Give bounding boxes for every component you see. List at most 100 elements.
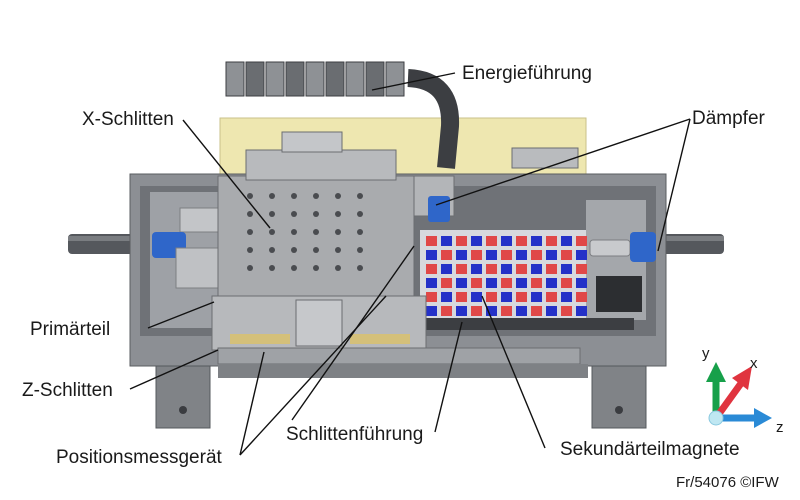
magnet xyxy=(456,292,467,302)
carriage-hole xyxy=(269,193,275,199)
magnet xyxy=(501,278,512,288)
magnet xyxy=(546,278,557,288)
carriage-hole xyxy=(357,247,363,253)
carriage-hole xyxy=(247,265,253,271)
magnet xyxy=(501,236,512,246)
carriage-hole xyxy=(357,229,363,235)
magnet xyxy=(456,264,467,274)
magnet xyxy=(471,278,482,288)
magnet xyxy=(441,306,452,316)
magnet xyxy=(456,306,467,316)
foot-right xyxy=(591,365,647,429)
carriage-hole xyxy=(357,193,363,199)
magnet xyxy=(441,250,452,260)
carriage-hole xyxy=(291,265,297,271)
label-z-schlitten: Z-Schlitten xyxy=(22,380,113,401)
label-positionsmessgeraet: Positionsmessgerät xyxy=(56,447,222,468)
chain-link xyxy=(385,61,405,97)
foot-left xyxy=(155,365,211,429)
magnet xyxy=(471,250,482,260)
carriage-hole xyxy=(247,193,253,199)
carriage-hole xyxy=(291,229,297,235)
magnet xyxy=(531,278,542,288)
magnet xyxy=(501,264,512,274)
magnet xyxy=(501,306,512,316)
magnet xyxy=(456,236,467,246)
magnet xyxy=(546,292,557,302)
magnet xyxy=(576,264,587,274)
magnet xyxy=(576,236,587,246)
magnet xyxy=(426,278,437,288)
magnet xyxy=(471,292,482,302)
carriage-hole xyxy=(313,193,319,199)
energy-chain xyxy=(225,61,405,97)
magnet xyxy=(576,250,587,260)
carriage-hole xyxy=(269,247,275,253)
magnet xyxy=(531,306,542,316)
guide-rail xyxy=(217,347,581,365)
carriage-hole xyxy=(247,229,253,235)
damper-top xyxy=(428,196,450,222)
magnet xyxy=(426,236,437,246)
magnet xyxy=(561,292,572,302)
magnet xyxy=(576,306,587,316)
magnet xyxy=(516,278,527,288)
label-sekundaerteilmagnete: Sekundärteilmagnete xyxy=(560,439,740,460)
chain-link xyxy=(325,61,345,97)
carriage-hole xyxy=(291,247,297,253)
chain-link xyxy=(285,61,305,97)
magnet xyxy=(426,292,437,302)
carriage-hole xyxy=(269,229,275,235)
magnet xyxy=(441,264,452,274)
magnet xyxy=(426,306,437,316)
magnet xyxy=(471,236,482,246)
carriage-hole xyxy=(335,211,341,217)
damper-right xyxy=(630,232,656,262)
magnet xyxy=(516,306,527,316)
magnet xyxy=(561,306,572,316)
magnet xyxy=(576,292,587,302)
label-primaerteil: Primärteil xyxy=(30,319,111,340)
magnet xyxy=(501,292,512,302)
carriage-hole xyxy=(313,229,319,235)
magnet xyxy=(426,250,437,260)
chain-link xyxy=(345,61,365,97)
carriage-hole xyxy=(335,229,341,235)
label-schlittenfuehrung: Schlittenführung xyxy=(286,424,424,445)
carriage-hole xyxy=(269,211,275,217)
magnet xyxy=(531,236,542,246)
magnet xyxy=(561,278,572,288)
axis-label-z: z xyxy=(776,419,784,436)
magnet xyxy=(576,278,587,288)
carriage-hole xyxy=(291,211,297,217)
magnet xyxy=(561,236,572,246)
carriage-hole xyxy=(313,211,319,217)
magnet xyxy=(501,250,512,260)
magnet xyxy=(426,264,437,274)
magnet xyxy=(471,306,482,316)
carriage-hole xyxy=(335,247,341,253)
axis-label-y: y xyxy=(702,345,710,362)
label-x-schlitten: X-Schlitten xyxy=(82,109,174,130)
carriage-hole xyxy=(357,265,363,271)
carriage-holes xyxy=(247,193,363,271)
chain-link xyxy=(225,61,245,97)
magnet xyxy=(531,250,542,260)
magnet xyxy=(546,236,557,246)
carriage-hole xyxy=(335,193,341,199)
carriage-hole xyxy=(313,247,319,253)
magnet xyxy=(546,264,557,274)
magnet xyxy=(471,264,482,274)
carriage-hole xyxy=(335,265,341,271)
magnet xyxy=(486,292,497,302)
magnet xyxy=(531,292,542,302)
leader-lines xyxy=(129,72,691,456)
magnet xyxy=(516,292,527,302)
carriage-hole xyxy=(247,211,253,217)
credit: Fr/54076 ©IFW xyxy=(676,474,779,491)
chain-link xyxy=(365,61,385,97)
carriage-hole xyxy=(313,265,319,271)
coordinate-system xyxy=(706,362,772,428)
